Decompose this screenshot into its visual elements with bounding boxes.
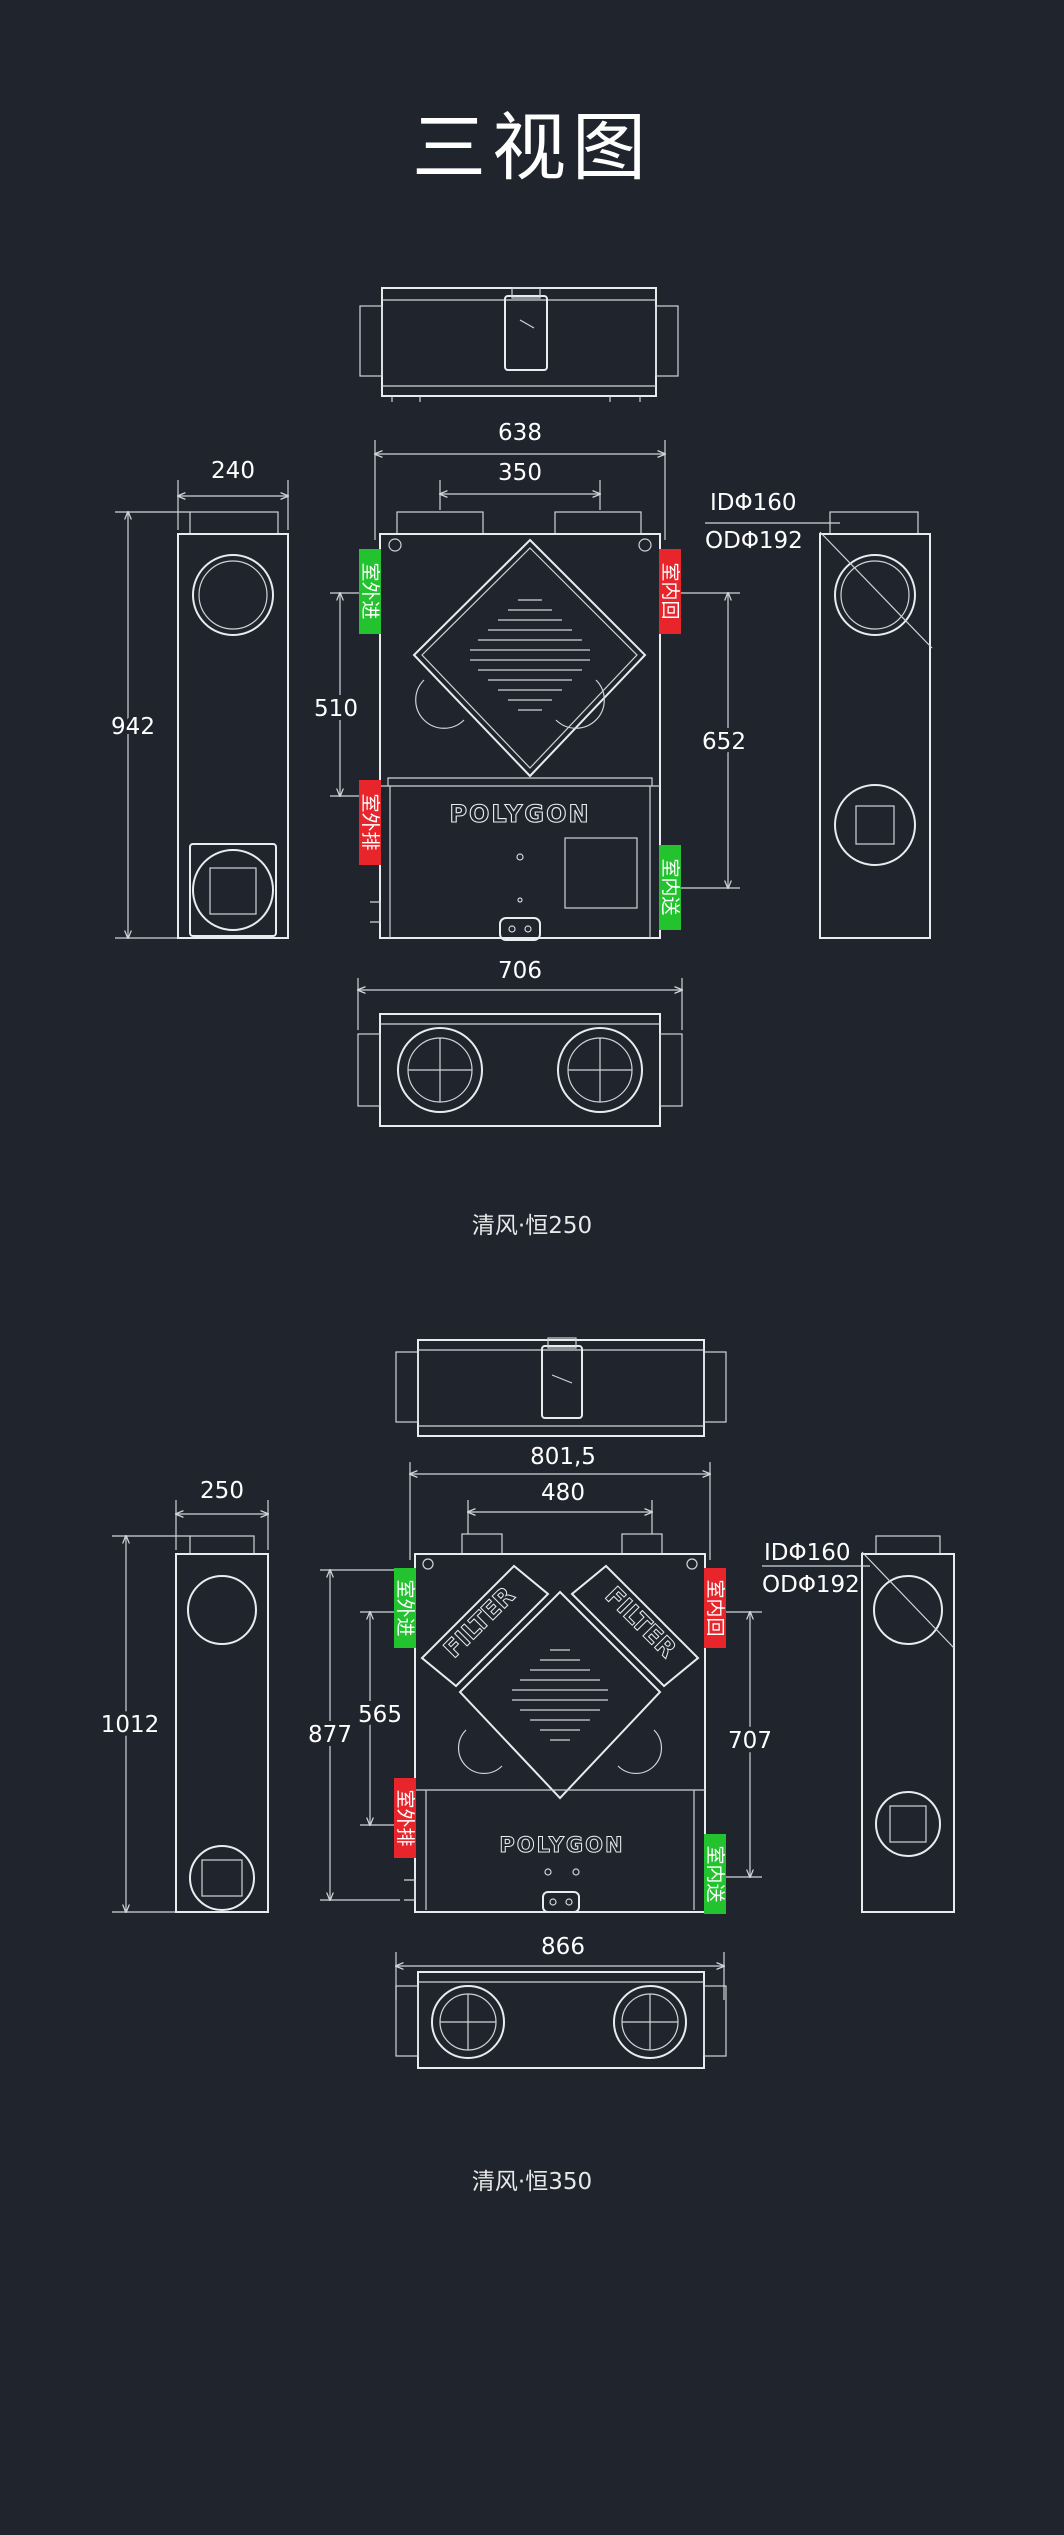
- unit-350-right-dim: 707: [712, 1612, 776, 1877]
- unit-350-right-side-view: IDΦ160 ODΦ192: [762, 1535, 955, 1913]
- dim-height: 942: [111, 714, 155, 740]
- tag-fresh-in-350: [394, 1568, 416, 1648]
- unit-250-left-side-view: 240 942: [107, 458, 289, 939]
- tag-room-return: [659, 549, 681, 634]
- dim-duct-spacing-350: 480: [541, 1480, 585, 1506]
- filter-label-right: FILTER: [600, 1581, 682, 1663]
- brand-logo-350: POLYGON: [499, 1833, 624, 1857]
- unit-350-left-side-view: 250 1012: [97, 1478, 269, 1913]
- unit-350-caption: 清风·恒350: [471, 2169, 593, 2195]
- unit-250-right-dim: 652: [668, 593, 750, 888]
- unit-350-front-dims: 801,5 480: [410, 1444, 710, 1560]
- dim-top-width: 638: [498, 420, 542, 446]
- tag-supply: [659, 845, 681, 930]
- dim-id-350: IDΦ160: [764, 1540, 851, 1566]
- dim-id: IDΦ160: [710, 490, 797, 516]
- dim-left-vertical: 510: [314, 696, 358, 722]
- tag-room-return-350: [704, 1568, 726, 1648]
- unit-250-right-side-view: IDΦ160 ODΦ192: [705, 490, 933, 939]
- vent-grille-350: [512, 1649, 608, 1741]
- unit-350-tags: 室外进 室内回 室外排 室内送: [394, 1568, 726, 1914]
- dim-height-350: 1012: [101, 1712, 160, 1738]
- dim-top-width-350: 801,5: [530, 1444, 596, 1470]
- tag-exhaust-350-label: 室外排: [394, 1789, 416, 1846]
- dim-right-vertical-350: 707: [728, 1728, 772, 1754]
- tag-fresh-in-350-label: 室外进: [394, 1579, 416, 1636]
- tag-supply-350: [704, 1834, 726, 1914]
- filter-label-left: FILTER: [438, 1581, 520, 1663]
- tag-fresh-in-label: 室外进: [359, 562, 381, 619]
- page-title: 三视图: [412, 105, 652, 191]
- vent-grille: [470, 599, 590, 711]
- tag-exhaust: [359, 780, 381, 865]
- dim-od-350: ODΦ192: [762, 1572, 860, 1598]
- tag-exhaust-350: [394, 1778, 416, 1858]
- unit-250-tags: 室外进 室内回 室外排 室内送: [359, 549, 681, 930]
- unit-250-drawing: 638 350 POLYGON 510: [107, 287, 933, 1127]
- unit-350-top-view: [395, 1337, 727, 1437]
- tag-supply-350-label: 室内送: [704, 1845, 726, 1902]
- tag-room-return-350-label: 室内回: [704, 1579, 726, 1636]
- unit-350-bottom-view: 866: [396, 1934, 727, 2069]
- tag-supply-label: 室内送: [659, 858, 681, 915]
- unit-250-front-dims: 638 350: [375, 420, 665, 540]
- dim-side-width: 240: [211, 458, 255, 484]
- unit-350-drawing: 801,5 480 FILTER FILTER POLYGON: [97, 1337, 955, 2069]
- dim-right-vertical: 652: [702, 729, 746, 755]
- unit-350-front-view: FILTER FILTER POLYGON: [404, 1533, 706, 1913]
- dim-od: ODΦ192: [705, 528, 803, 554]
- tag-exhaust-label: 室外排: [359, 793, 381, 850]
- dim-bottom-width-350: 866: [541, 1934, 585, 1960]
- tag-fresh-in: [359, 549, 381, 634]
- unit-250-top-view: [359, 287, 679, 402]
- dim-left-outer: 877: [308, 1722, 352, 1748]
- unit-250-caption: 清风·恒250: [471, 1213, 593, 1239]
- unit-350-left-outer-dim: 877 565: [304, 1570, 406, 1900]
- tag-room-return-label: 室内回: [659, 562, 681, 619]
- dim-side-width-350: 250: [200, 1478, 244, 1504]
- dim-bottom-width: 706: [498, 958, 542, 984]
- unit-250-front-view: POLYGON: [370, 511, 661, 941]
- unit-250-bottom-view: 706: [358, 958, 682, 1127]
- dim-left-vertical-350: 565: [358, 1702, 402, 1728]
- dim-duct-spacing: 350: [498, 460, 542, 486]
- brand-logo: POLYGON: [449, 800, 590, 828]
